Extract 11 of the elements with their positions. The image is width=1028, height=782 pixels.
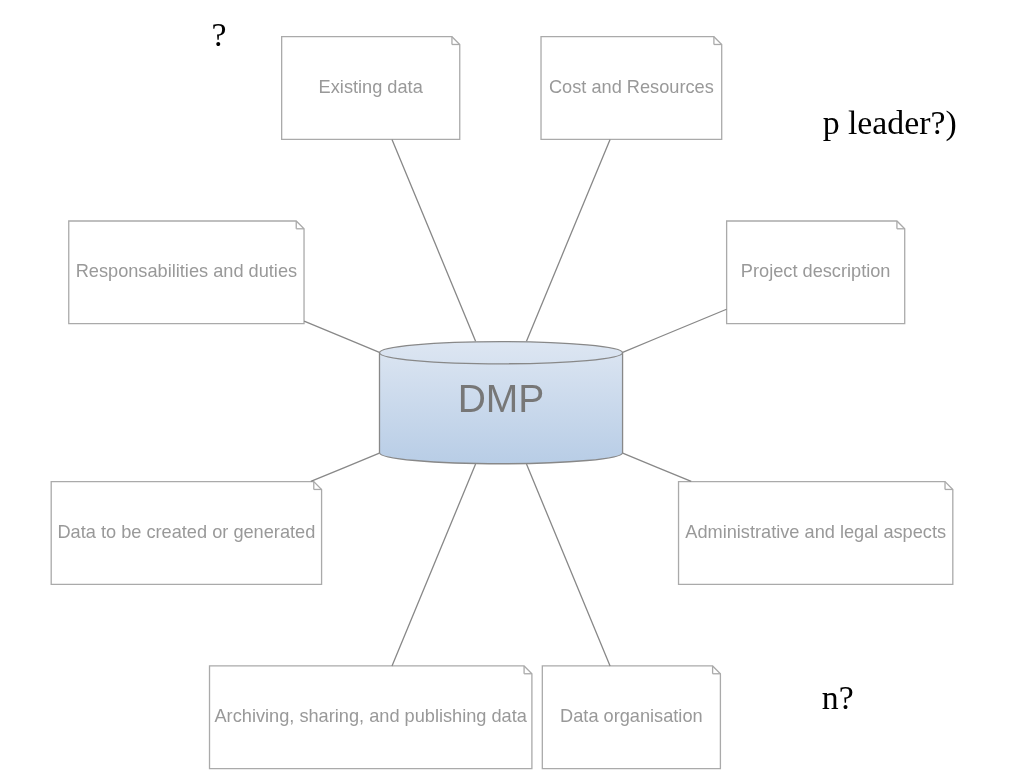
label: ? [211, 15, 227, 53]
label: n? [821, 678, 854, 716]
connector [303, 320, 381, 353]
label: p leader?) [822, 103, 957, 141]
connector [622, 452, 692, 483]
connector [622, 308, 728, 353]
connector [391, 463, 477, 667]
connector [310, 452, 381, 483]
connector [525, 463, 611, 667]
connector [391, 138, 477, 342]
connector [525, 138, 611, 342]
